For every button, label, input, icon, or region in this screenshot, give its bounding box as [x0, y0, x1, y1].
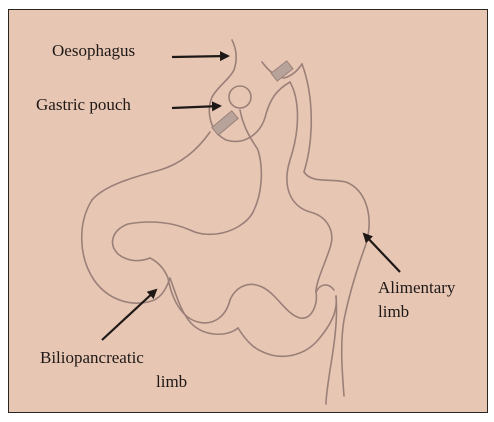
- label-alimentary-line2: limb: [378, 302, 409, 321]
- label-biliopancreatic-line1: Biliopancreatic: [40, 348, 144, 367]
- label-gastric-pouch: Gastric pouch: [36, 95, 131, 114]
- arrow-oesophagus: [172, 56, 228, 57]
- label-oesophagus: Oesophagus: [52, 41, 135, 60]
- label-alimentary-line1: Alimentary: [378, 278, 456, 297]
- label-biliopancreatic-line2: limb: [156, 372, 187, 391]
